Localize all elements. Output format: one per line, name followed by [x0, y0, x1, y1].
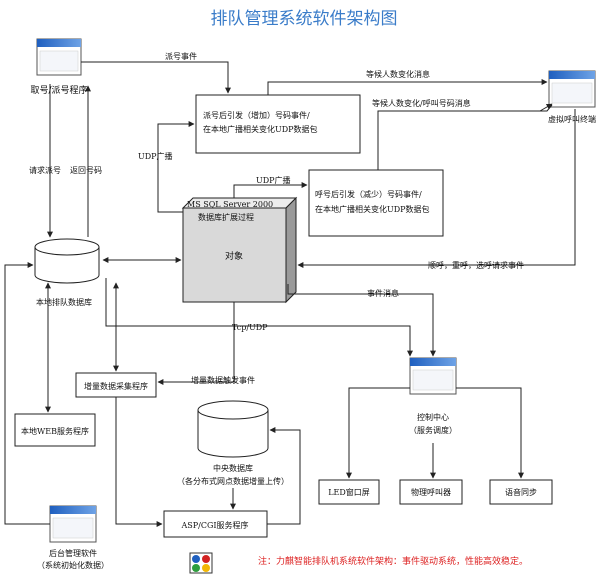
virtual-terminal-label: 虚拟呼叫终端 — [548, 114, 596, 124]
collector-asp-arrow — [115, 397, 163, 527]
asp-cgi-box — [163, 510, 268, 538]
db-ext-line2: 数据库扩展过程 — [198, 212, 254, 222]
request-number-label: 请求派号 — [29, 165, 61, 175]
voice-sync-box — [489, 479, 553, 505]
db-ext-line1: MS SQL Server 2000 — [187, 200, 273, 209]
control-voice-arrow — [456, 387, 524, 479]
virtual-terminal-window-icon — [548, 70, 596, 108]
asp-central-arrow — [267, 427, 301, 525]
udp-broadcast-arrow-2 — [233, 182, 308, 198]
call-event-box — [308, 169, 444, 237]
call-box-line2: 在本地广播相关变化UDP数据包 — [315, 204, 430, 214]
tcp-udp-label: Tcp/UDP — [232, 323, 268, 332]
physical-pager-label: 物理呼叫器 — [411, 487, 451, 497]
incremental-trigger-label: 增量数据触发事件 — [191, 375, 255, 385]
incremental-trigger-arrow — [157, 302, 235, 385]
udp-broadcast-label-1: UDP广播 — [138, 151, 173, 161]
udp-broadcast-label-2: UDP广播 — [256, 175, 291, 185]
waiting-change-label-2: 等候人数变化/呼叫号码消息 — [372, 98, 471, 108]
incremental-collector-label: 增量数据采集程序 — [84, 381, 148, 391]
admin-line1: 后台管理软件 — [49, 548, 97, 558]
admin-window-icon — [49, 505, 97, 543]
control-center-line2: （服务调度） — [409, 425, 457, 435]
asp-cgi-label: ASP/CGI服务程序 — [180, 520, 248, 530]
admin-db-arrow — [4, 262, 50, 525]
control-center-window-icon — [409, 357, 457, 395]
connectors — [4, 61, 576, 527]
event-msg-arrow — [287, 284, 436, 357]
udp-broadcast-arrow-1 — [157, 121, 195, 213]
local-db-cylinder — [34, 238, 100, 284]
company-logo-icon — [189, 552, 213, 574]
ticket-program-window-icon — [36, 38, 82, 76]
dispatch-event-label: 派号事件 — [165, 51, 197, 61]
terminal-requests-arrow — [297, 109, 576, 268]
physical-pager-box — [399, 479, 463, 505]
local-db-label: 本地排队数据库 — [36, 297, 92, 307]
local-web-box — [14, 413, 96, 447]
object-label: 对象 — [225, 250, 243, 262]
sql-server-cube — [181, 196, 298, 304]
ticket-program-label: 取号/派号程序 — [30, 84, 87, 96]
central-db-cylinder — [197, 400, 269, 458]
event-msg-label: 事件消息 — [367, 288, 399, 298]
call-box-line1: 呼号后引发（减少）号码事件/ — [315, 189, 422, 199]
control-center-line1: 控制中心 — [417, 412, 449, 422]
footer-note: 注：力麒智能排队机系统软件架构：事件驱动系统，性能高效稳定。 — [258, 555, 528, 567]
central-db-line2: （各分布式网点数据增量上传） — [177, 476, 289, 486]
tcp-udp-arrow — [105, 278, 413, 357]
central-db-line1: 中央数据库 — [213, 463, 253, 473]
admin-line2: （系统初始化数据） — [37, 560, 109, 570]
terminal-requests-label: 顺呼，重呼，选呼请求事件 — [428, 260, 524, 270]
led-box — [318, 479, 380, 505]
return-number-label: 返回号码 — [70, 166, 102, 175]
dispatch-box-line2: 在本地广播相关变化UDP数据包 — [203, 124, 318, 134]
voice-sync-label: 语音同步 — [505, 487, 537, 497]
waiting-change-label-1: 等候人数变化消息 — [366, 69, 430, 79]
waiting-change-arrow-2 — [377, 104, 553, 170]
waiting-change-arrow-1 — [267, 79, 548, 95]
local-web-label: 本地WEB服务程序 — [21, 426, 89, 436]
dispatch-box-line1: 派号后引发（增加）号码事件/ — [203, 110, 310, 120]
dispatch-event-arrow — [81, 61, 231, 94]
diagram-title: 排队管理系统软件架构图 — [211, 9, 398, 29]
control-led-arrow — [346, 387, 410, 479]
led-label: LED窗口屏 — [328, 487, 370, 497]
dispatch-event-box — [195, 94, 361, 154]
